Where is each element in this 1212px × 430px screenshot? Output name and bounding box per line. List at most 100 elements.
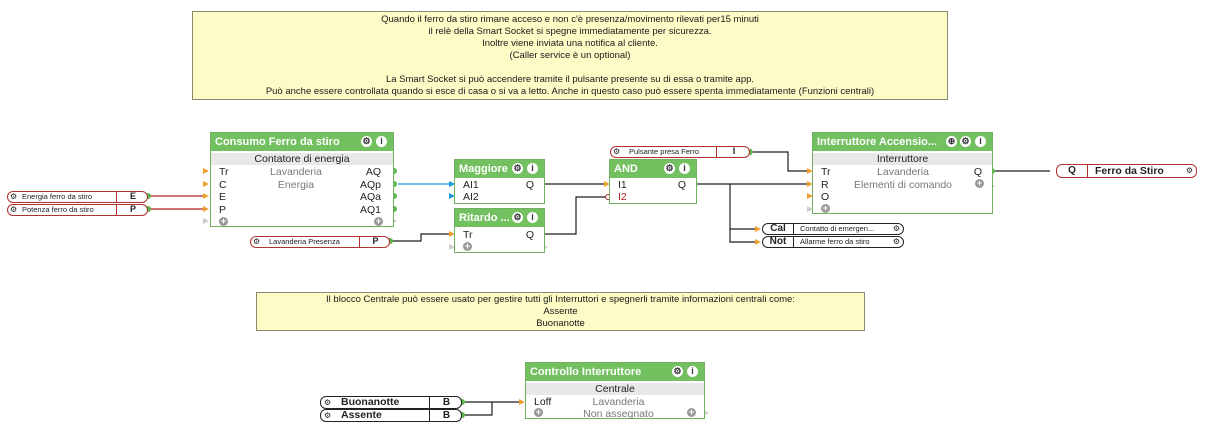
block-location: Lavanderia xyxy=(592,396,645,408)
block-subtitle: Centrale xyxy=(526,383,704,395)
gear-icon[interactable]: ⚙ xyxy=(253,237,261,246)
output-ferro[interactable]: Q Ferro da Stiro ⚙ xyxy=(1056,164,1197,178)
add-input-icon[interactable]: + xyxy=(463,241,472,251)
gear-icon[interactable]: ⚙ xyxy=(324,398,332,407)
input-port-label: C xyxy=(219,179,227,191)
input-port-label: I1 xyxy=(618,179,627,191)
note-line: La Smart Socket si può accendere tramite… xyxy=(385,74,755,85)
gear-icon[interactable]: ⚙ xyxy=(512,212,523,223)
gear-icon[interactable]: ⚙ xyxy=(664,163,675,174)
block-subtitle: Interruttore xyxy=(813,153,992,165)
output-not[interactable]: Not Allarme ferro da stiro ⚙ xyxy=(762,236,904,248)
input-energia[interactable]: ⚙ Energia ferro da stiro E xyxy=(7,191,148,203)
note-line: Inoltre viene inviata una notifica al cl… xyxy=(482,38,658,49)
gear-icon[interactable]: ⚙ xyxy=(512,163,523,174)
input-port-label: Tr xyxy=(821,166,831,178)
info-icon[interactable]: i xyxy=(376,136,387,147)
info-icon[interactable]: i xyxy=(687,366,698,377)
central-channel: B xyxy=(429,410,463,421)
add-output-icon[interactable]: + xyxy=(687,407,696,417)
output-label: Ferro da Stiro xyxy=(1095,165,1164,177)
add-input-icon[interactable]: + xyxy=(534,407,543,417)
output-port-label: Q xyxy=(525,229,534,241)
gear-icon[interactable]: ⚙ xyxy=(892,224,900,233)
input-port-label: I2 xyxy=(618,191,627,203)
note-middle: Il blocco Centrale può essere usato per … xyxy=(256,292,865,331)
central-label: Buonanotte xyxy=(341,396,400,408)
gear-icon[interactable]: ⚙ xyxy=(324,411,332,420)
block-header: Consumo Ferro da stiro xyxy=(211,133,393,151)
input-channel: E xyxy=(116,192,149,202)
central-label: Assente xyxy=(341,409,382,421)
block-ritardo[interactable]: Ritardo ... ⚙ i Tr Q + xyxy=(454,208,545,253)
info-icon[interactable]: i xyxy=(527,163,538,174)
input-port-label: E xyxy=(219,191,227,203)
input-pulsante[interactable]: ⚙ Pulsante presa Ferro I xyxy=(610,146,750,158)
output-port-label: Q xyxy=(973,166,982,178)
input-port-label: R xyxy=(821,179,829,191)
wire-and-cal xyxy=(729,184,758,230)
gear-icon[interactable]: ⚙ xyxy=(960,136,971,147)
block-location: Lavanderia xyxy=(877,166,929,178)
block-maggiore[interactable]: Maggiore ⚙ i AI1 AI2 Q xyxy=(454,159,545,204)
expand-icon[interactable]: ⊕ xyxy=(946,136,957,147)
note-line: Può anche essere controllata quando si e… xyxy=(265,86,875,97)
input-presenza[interactable]: ⚙ Lavanderia Presenza P xyxy=(250,236,390,248)
add-input-icon[interactable]: + xyxy=(219,216,228,226)
gear-icon[interactable]: ⚙ xyxy=(10,192,18,201)
output-port-label: AQ1 xyxy=(359,204,381,216)
add-input-icon[interactable]: + xyxy=(821,203,830,213)
input-channel: P xyxy=(116,205,149,215)
input-port-label: Tr xyxy=(463,229,473,241)
block-location: Lavanderia xyxy=(270,166,322,178)
block-category: Energia xyxy=(277,179,315,191)
add-output-icon[interactable]: + xyxy=(975,178,984,188)
central-assente[interactable]: ⚙ Assente B xyxy=(320,409,462,422)
info-icon[interactable]: i xyxy=(975,136,986,147)
input-label: Lavanderia Presenza xyxy=(269,237,340,246)
gear-icon[interactable]: ⚙ xyxy=(613,147,621,156)
note-line: il relè della Smart Socket si spegne imm… xyxy=(428,26,712,37)
info-icon[interactable]: i xyxy=(527,212,538,223)
gear-icon[interactable]: ⚙ xyxy=(1185,166,1193,175)
note-line: Il blocco Centrale può essere usato per … xyxy=(326,294,795,305)
gear-icon[interactable]: ⚙ xyxy=(10,205,18,214)
info-icon[interactable]: i xyxy=(679,163,690,174)
note-line xyxy=(193,62,947,74)
output-port-label: AQ xyxy=(365,166,381,178)
output-port-label: Q xyxy=(677,179,686,191)
input-label: Energia ferro da stiro xyxy=(22,192,93,201)
output-channel: Not xyxy=(763,237,794,247)
block-header: Controllo Interruttore xyxy=(526,363,704,381)
block-controllo[interactable]: Controllo Interruttore ⚙ i Centrale Loff… xyxy=(525,362,705,420)
note-line: Buonanotte xyxy=(536,318,585,329)
gear-icon[interactable]: ⚙ xyxy=(892,237,900,246)
add-output-icon[interactable]: + xyxy=(374,216,383,226)
input-label: Pulsante presa Ferro xyxy=(629,147,700,156)
input-port-label: O xyxy=(821,191,830,203)
output-cal[interactable]: Cal Contatto di emergen... ⚙ xyxy=(762,223,904,235)
input-label: Potenza ferro da stiro xyxy=(22,205,94,214)
output-label: Allarme ferro da stiro xyxy=(800,237,870,246)
block-and[interactable]: AND ⚙ i I1 I2 Q xyxy=(609,159,697,204)
output-channel: Q xyxy=(1057,165,1088,177)
gear-icon[interactable]: ⚙ xyxy=(361,136,372,147)
input-port-label: AI1 xyxy=(463,179,479,191)
wire-assente xyxy=(462,402,493,416)
gear-icon[interactable]: ⚙ xyxy=(672,366,683,377)
note-line: Quando il ferro da stiro rimane acceso e… xyxy=(381,14,759,25)
block-consumo[interactable]: Consumo Ferro da stiro ⚙ i Contatore di … xyxy=(210,132,394,227)
note-line: (Caller service è un optional) xyxy=(509,50,631,61)
wire-pulsante-tr xyxy=(750,151,810,172)
input-port-label: Loff xyxy=(534,396,552,408)
output-label: Contatto di emergen... xyxy=(800,224,875,233)
wire-presenza-ritardo xyxy=(390,233,452,242)
input-potenza[interactable]: ⚙ Potenza ferro da stiro P xyxy=(7,204,148,216)
note-top: Quando il ferro da stiro rimane acceso e… xyxy=(192,11,948,100)
output-port-label: AQp xyxy=(359,179,381,191)
central-buonanotte[interactable]: ⚙ Buonanotte B xyxy=(320,396,462,409)
block-subtitle: Contatore di energia xyxy=(211,153,393,165)
block-interruttore[interactable]: Interruttore Accensio... ⊕ ⚙ i Interrutt… xyxy=(812,132,993,214)
central-channel: B xyxy=(429,397,463,408)
output-channel: Cal xyxy=(763,224,794,234)
